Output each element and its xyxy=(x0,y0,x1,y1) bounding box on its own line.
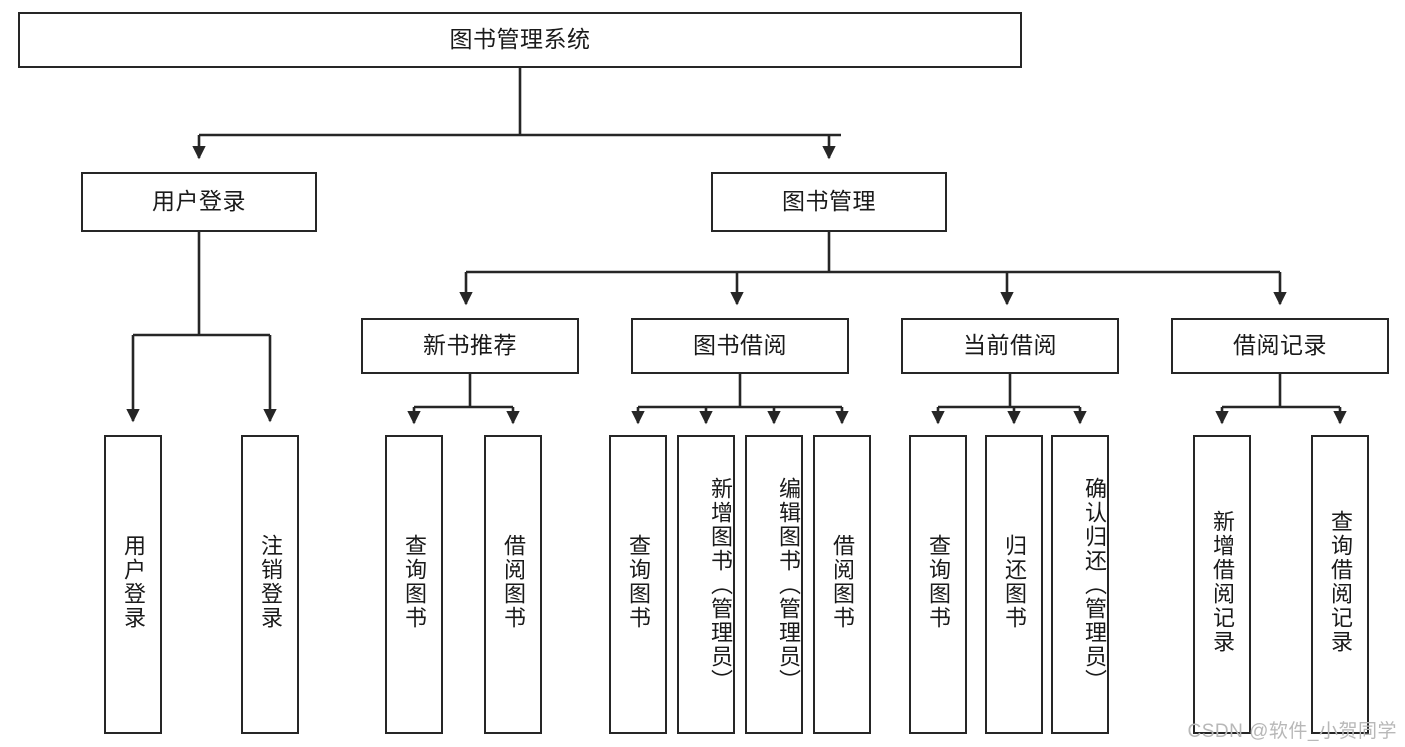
node-current-borrow-label: 当前借阅 xyxy=(963,332,1057,359)
node-leaf-query-book-recommend[interactable]: 查询图书 xyxy=(385,435,443,734)
node-leaf-return-book[interactable]: 归还图书 xyxy=(985,435,1043,734)
node-leaf-confirm-return[interactable]: 确认归还（管理员） xyxy=(1051,435,1109,734)
node-book-management-label: 图书管理 xyxy=(782,188,876,215)
node-new-book-recommend[interactable]: 新书推荐 xyxy=(361,318,579,374)
node-leaf-query-borrow-record-label: 查询借阅记录 xyxy=(1327,509,1353,654)
node-current-borrow[interactable]: 当前借阅 xyxy=(901,318,1119,374)
node-new-book-recommend-label: 新书推荐 xyxy=(423,332,517,359)
node-root-label: 图书管理系统 xyxy=(449,26,591,53)
node-book-borrow-label: 图书借阅 xyxy=(693,332,787,359)
node-leaf-borrow-book-recommend[interactable]: 借阅图书 xyxy=(484,435,542,734)
node-leaf-query-book-borrow[interactable]: 查询图书 xyxy=(609,435,667,734)
node-user-login-label: 用户登录 xyxy=(152,188,246,215)
node-leaf-add-book-label: 新增图书（管理员） xyxy=(708,476,733,693)
watermark-text: CSDN @软件_小贺同学 xyxy=(1187,721,1397,742)
node-borrow-record[interactable]: 借阅记录 xyxy=(1171,318,1389,374)
node-leaf-logout-label: 注销登录 xyxy=(257,533,283,630)
node-leaf-borrow-book-recommend-label: 借阅图书 xyxy=(500,533,526,630)
node-leaf-edit-book-label: 编辑图书（管理员） xyxy=(776,476,801,693)
node-leaf-query-book-current[interactable]: 查询图书 xyxy=(909,435,967,734)
node-leaf-add-borrow-record[interactable]: 新增借阅记录 xyxy=(1193,435,1251,734)
node-root[interactable]: 图书管理系统 xyxy=(18,12,1022,68)
node-leaf-user-login-label: 用户登录 xyxy=(120,533,146,630)
node-leaf-borrow-book[interactable]: 借阅图书 xyxy=(813,435,871,734)
node-user-login[interactable]: 用户登录 xyxy=(81,172,317,232)
node-leaf-query-book-current-label: 查询图书 xyxy=(925,533,951,630)
node-leaf-query-book-borrow-label: 查询图书 xyxy=(625,533,651,630)
node-leaf-logout[interactable]: 注销登录 xyxy=(241,435,299,734)
node-leaf-add-book[interactable]: 新增图书（管理员） xyxy=(677,435,735,734)
node-leaf-add-borrow-record-label: 新增借阅记录 xyxy=(1209,509,1235,654)
node-leaf-borrow-book-label: 借阅图书 xyxy=(829,533,855,630)
node-book-borrow[interactable]: 图书借阅 xyxy=(631,318,849,374)
node-book-management[interactable]: 图书管理 xyxy=(711,172,947,232)
node-leaf-edit-book[interactable]: 编辑图书（管理员） xyxy=(745,435,803,734)
node-leaf-confirm-return-label: 确认归还（管理员） xyxy=(1082,476,1107,693)
node-leaf-query-book-recommend-label: 查询图书 xyxy=(401,533,427,630)
node-leaf-query-borrow-record[interactable]: 查询借阅记录 xyxy=(1311,435,1369,734)
node-leaf-user-login[interactable]: 用户登录 xyxy=(104,435,162,734)
node-leaf-return-book-label: 归还图书 xyxy=(1001,533,1027,630)
node-borrow-record-label: 借阅记录 xyxy=(1233,332,1327,359)
